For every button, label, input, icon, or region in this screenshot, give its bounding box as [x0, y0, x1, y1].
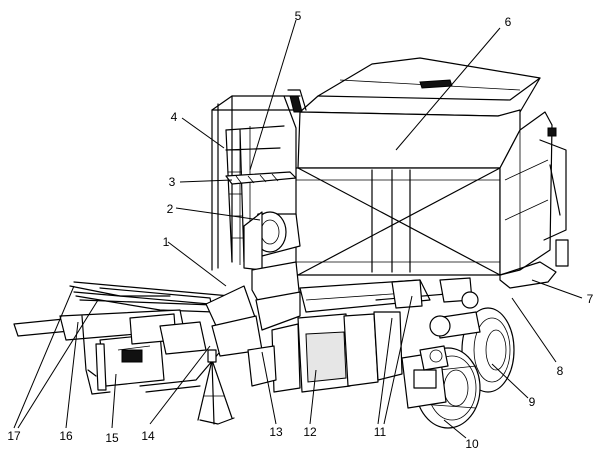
callout-7: 7: [587, 292, 594, 306]
leader-16: [65, 321, 79, 429]
callout-1: 1: [163, 235, 170, 249]
callout-9: 9: [529, 395, 536, 409]
callout-8: 8: [557, 364, 564, 378]
leader-2: [175, 207, 261, 221]
callout-14: 14: [141, 429, 155, 443]
chassis: [247, 277, 479, 393]
callout-3: 3: [169, 175, 176, 189]
fan-duct: [243, 211, 301, 309]
leader-8: [511, 297, 557, 363]
leader-13: [261, 351, 277, 425]
callout-13: 13: [269, 425, 283, 439]
basket: [295, 57, 569, 289]
leader-11a: [377, 317, 393, 425]
leader-10: [443, 419, 467, 439]
leader-12: [309, 369, 317, 425]
leader-3: [179, 179, 233, 183]
leader-4: [181, 117, 225, 149]
callout-4: 4: [171, 110, 178, 124]
drive-wheel: [401, 345, 481, 429]
callout-17: 17: [7, 429, 21, 443]
leader-6: [395, 27, 501, 151]
leader-1: [167, 241, 227, 287]
operator-platform: [211, 89, 307, 271]
row-units: [13, 281, 263, 425]
leader-5: [249, 19, 297, 171]
leader-lines: [13, 19, 583, 439]
callout-5: 5: [295, 9, 302, 23]
leader-17b: [17, 299, 99, 429]
callout-16: 16: [59, 429, 73, 443]
callout-6: 6: [505, 15, 512, 29]
callouts: 1 2 3 4 5 6 7 8 9 10 11 12 13 14 15 16 1…: [7, 9, 593, 451]
callout-10: 10: [465, 437, 479, 451]
leader-17a: [13, 285, 75, 429]
leader-7: [531, 279, 583, 299]
leader-11b: [383, 295, 413, 425]
callout-11: 11: [374, 425, 387, 439]
leader-9: [491, 363, 529, 399]
leader-15: [111, 373, 117, 429]
callout-12: 12: [303, 425, 317, 439]
callout-15: 15: [105, 431, 119, 445]
callout-2: 2: [167, 202, 174, 216]
leader-14: [149, 345, 211, 425]
